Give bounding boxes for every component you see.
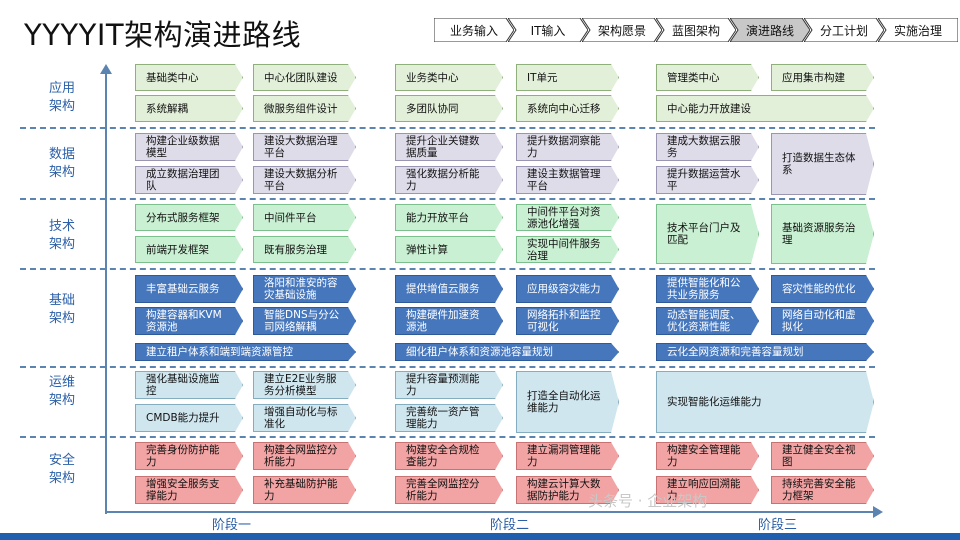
roadmap-item: 构建企业级数据模型 [135, 133, 243, 161]
roadmap-item: 微服务组件设计 [253, 95, 356, 122]
roadmap-item: 分布式服务框架 [135, 204, 243, 231]
roadmap-item: 智能DNS与分公司网络解耦 [253, 307, 356, 335]
roadmap-item: 应用集市构建 [771, 64, 874, 91]
nav-step-architecture-vision[interactable]: 架构愿景 [582, 18, 662, 42]
nav-step-evolution-roadmap[interactable]: 演进路线 [730, 18, 810, 42]
roadmap-item: 建设主数据管理平台 [516, 166, 619, 194]
roadmap-item: 容灾性能的优化 [771, 275, 874, 303]
row-separator [20, 127, 875, 129]
roadmap-item: 成立数据治理团队 [135, 166, 243, 194]
roadmap-item: 构建全网监控分析能力 [253, 442, 356, 470]
vertical-axis-arrowhead [100, 64, 112, 74]
phase-label-1: 阶段一 [212, 518, 252, 533]
roadmap-item: 实现中间件服务治理 [516, 236, 619, 263]
roadmap-item: 前端开发框架 [135, 236, 243, 263]
roadmap-item: 洛阳和淮安的容灾基础设施 [253, 275, 356, 303]
row-separator [20, 198, 875, 200]
row-label-operations: 运维 架构 [48, 375, 75, 408]
roadmap-item: 动态智能调度、优化资源性能 [656, 307, 759, 335]
roadmap-item: 建立健全安全视图 [771, 442, 874, 470]
row-label-security: 安全 架构 [48, 453, 75, 486]
roadmap-item: 构建容器和KVM资源池 [135, 307, 243, 335]
roadmap-item: 增强自动化与标准化 [253, 404, 356, 432]
roadmap-item: 既有服务治理 [253, 236, 356, 263]
roadmap-item: 补充基础防护能力 [253, 476, 356, 504]
roadmap-item: 强化基础设施监控 [135, 371, 243, 399]
roadmap-item: 完善统一资产管理能力 [395, 404, 503, 432]
nav-step-blueprint[interactable]: 蓝图架构 [656, 18, 736, 42]
roadmap-item: 建设大数据治理平台 [253, 133, 356, 161]
roadmap-item: 建立E2E业务服务分析模型 [253, 371, 356, 399]
nav-step-it-input[interactable]: IT输入 [508, 18, 588, 42]
roadmap-item: 打造数据生态体系 [771, 133, 874, 195]
process-nav: 业务输入 IT输入 架构愿景 蓝图架构 演进路线 分工计划 实施治理 [434, 18, 958, 42]
roadmap-item: 弹性计算 [395, 236, 503, 263]
roadmap-item: 建成大数据云服务 [656, 133, 759, 161]
roadmap-item: 提升数据洞察能力 [516, 133, 619, 161]
roadmap-item: 建立响应回溯能力 [656, 476, 759, 504]
roadmap-item: 提供智能化和公共业务服务 [656, 275, 759, 303]
roadmap-item: 实现智能化运维能力 [656, 371, 874, 433]
roadmap-item: 技术平台门户及匹配 [656, 204, 759, 264]
roadmap-item: 完善全网监控分析能力 [395, 476, 503, 504]
roadmap-item: 提升企业关键数据质量 [395, 133, 503, 161]
roadmap-item: 提供增值云服务 [395, 275, 503, 303]
roadmap-item: 打造全自动化运维能力 [516, 371, 619, 433]
phase-label-3: 阶段三 [758, 518, 798, 533]
roadmap-item: 云化全网资源和完善容量规划 [656, 343, 874, 361]
roadmap-item: 管理类中心 [656, 64, 759, 91]
roadmap-item: CMDB能力提升 [135, 404, 243, 432]
roadmap-item: 中心能力开放建设 [656, 95, 874, 122]
roadmap-item: 构建安全合规检查能力 [395, 442, 503, 470]
roadmap-item: 建立漏洞管理能力 [516, 442, 619, 470]
row-label-infrastructure: 基础 架构 [48, 293, 75, 326]
roadmap-item: 建设大数据分析平台 [253, 166, 356, 194]
roadmap-item: 系统解耦 [135, 95, 243, 122]
roadmap-item: 中间件平台对资源池化增强 [516, 204, 619, 231]
roadmap-item: 网络自动化和虚拟化 [771, 307, 874, 335]
roadmap-item: 提升容量预测能力 [395, 371, 503, 399]
vertical-axis [105, 70, 107, 514]
roadmap-item: 中心化团队建设 [253, 64, 356, 91]
nav-step-implementation[interactable]: 实施治理 [878, 18, 958, 42]
row-label-technology: 技术 架构 [48, 219, 75, 252]
row-label-application: 应用 架构 [48, 81, 75, 114]
horizontal-axis-arrowhead [873, 506, 883, 518]
roadmap-item: IT单元 [516, 64, 619, 91]
roadmap-item: 丰富基础云服务 [135, 275, 243, 303]
roadmap-item: 能力开放平台 [395, 204, 503, 231]
roadmap-item: 完善身份防护能力 [135, 442, 243, 470]
row-separator [20, 366, 875, 368]
roadmap-item: 应用级容灾能力 [516, 275, 619, 303]
row-separator [20, 436, 875, 438]
roadmap-item: 持续完善安全能力框架 [771, 476, 874, 504]
roadmap-item: 系统向中心迁移 [516, 95, 619, 122]
roadmap-item: 网络拓扑和监控可视化 [516, 307, 619, 335]
page-title: YYYYIT架构演进路线 [24, 18, 302, 52]
roadmap-item: 基础类中心 [135, 64, 243, 91]
roadmap-item: 基础资源服务治理 [771, 204, 874, 264]
roadmap-item: 多团队协同 [395, 95, 503, 122]
roadmap-item: 构建安全管理能力 [656, 442, 759, 470]
horizontal-axis [105, 511, 875, 513]
roadmap-item: 中间件平台 [253, 204, 356, 231]
roadmap-item: 提升数据运营水平 [656, 166, 759, 194]
roadmap-item: 业务类中心 [395, 64, 503, 91]
roadmap-item: 建立租户体系和端到端资源管控 [135, 343, 356, 361]
roadmap-item: 构建硬件加速资源池 [395, 307, 503, 335]
roadmap-item: 强化数据分析能力 [395, 166, 503, 194]
roadmap-item: 构建云计算大数据防护能力 [516, 476, 619, 504]
roadmap-item: 增强安全服务支撑能力 [135, 476, 243, 504]
nav-step-business-input[interactable]: 业务输入 [434, 18, 514, 42]
row-separator [20, 268, 875, 270]
bottom-bar [0, 533, 960, 540]
roadmap-item: 细化租户体系和资源池容量规划 [395, 343, 619, 361]
nav-step-work-plan[interactable]: 分工计划 [804, 18, 884, 42]
phase-label-2: 阶段二 [490, 518, 530, 533]
watermark: 头条号 · 企业架构 [588, 492, 708, 510]
row-label-data: 数据 架构 [48, 147, 75, 180]
